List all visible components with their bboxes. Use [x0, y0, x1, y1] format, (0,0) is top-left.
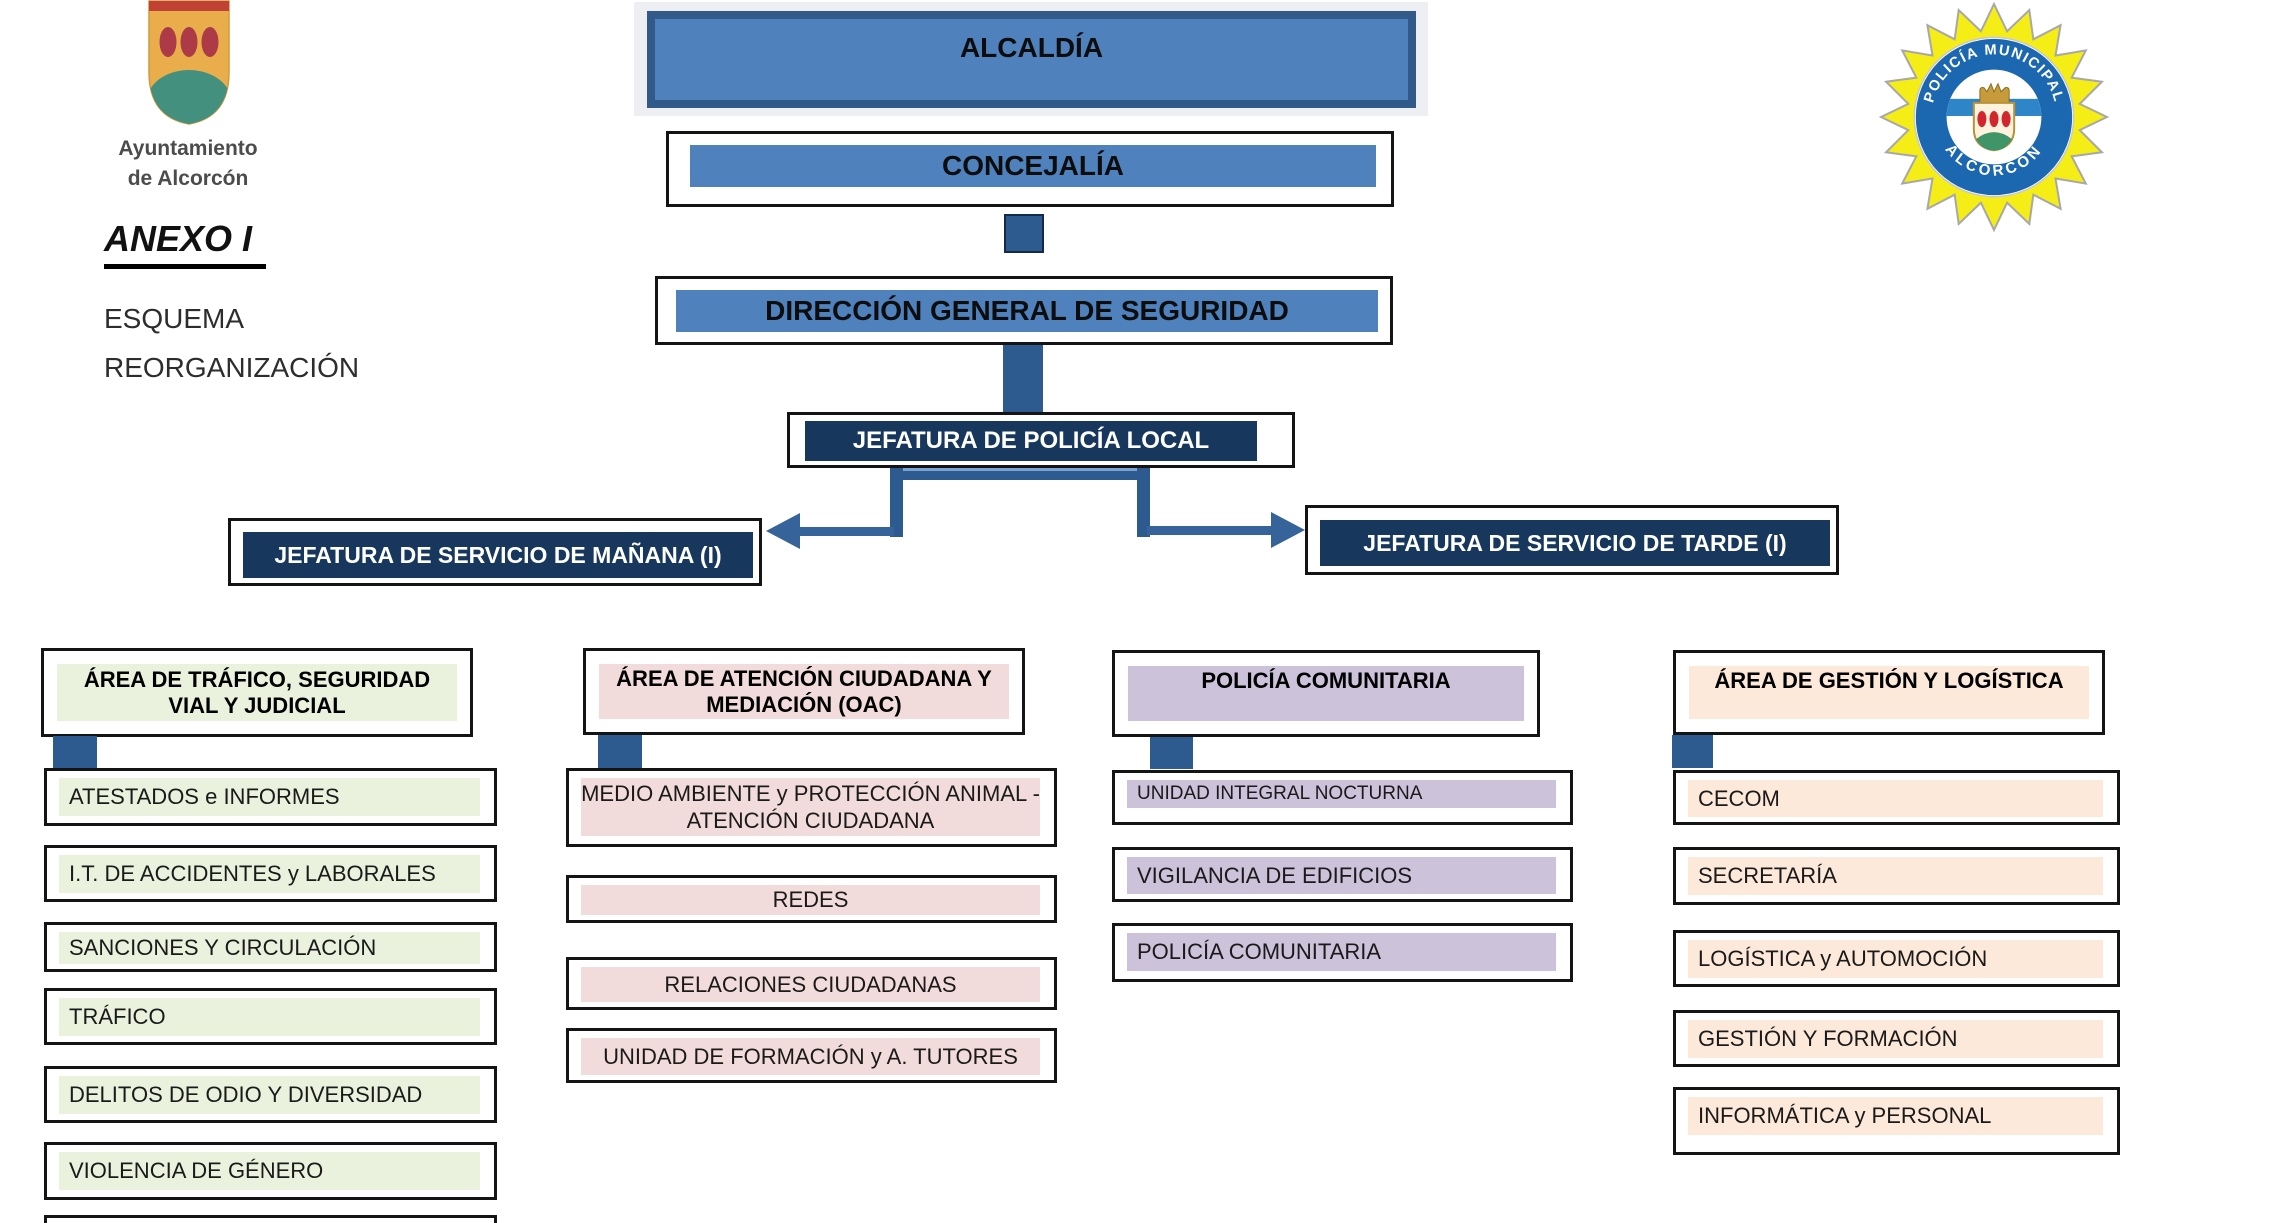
column-1-item-label: I.T. DE ACCIDENTES y LABORALES	[59, 855, 480, 893]
concejalia-box: CONCEJALÍA	[666, 131, 1394, 207]
badge-mini-jar	[1989, 110, 1999, 128]
column-1-item: TRÁFICO	[44, 988, 497, 1045]
column-4-item-label: LOGÍSTICA y AUTOMOCIÓN	[1688, 940, 2103, 978]
column-1-item: I.T. DE ACCIDENTES y LABORALES	[44, 845, 497, 902]
column-1-connector-square	[53, 736, 97, 769]
column-1-item: ATESTADOS e INFORMES	[44, 768, 497, 826]
column-3-item-label: UNIDAD INTEGRAL NOCTURNA	[1127, 780, 1556, 808]
logo-caption-line1: Ayuntamiento	[118, 137, 258, 160]
column-2-item: UNIDAD DE FORMACIÓN y A. TUTORES	[566, 1028, 1057, 1083]
column-4-connector-square	[1672, 735, 1713, 768]
column-1-item: VIOLENCIA DE GÉNERO	[44, 1142, 497, 1200]
jefatura-local-label: JEFATURA DE POLICÍA LOCAL	[805, 421, 1257, 461]
shield-jar	[201, 27, 219, 57]
annex-title: ANEXO I	[104, 218, 267, 269]
column-4-item: SECRETARÍA	[1673, 847, 2120, 905]
column-4-item-label: CECOM	[1688, 780, 2103, 817]
column-4-item-label: GESTIÓN Y FORMACIÓN	[1688, 1020, 2103, 1058]
column-2-header-label: ÁREA DE ATENCIÓN CIUDADANA Y MEDIACIÓN (…	[599, 664, 1009, 719]
column-1-item: SANCIONES Y CIRCULACIÓN	[44, 922, 497, 972]
column-4-item: CECOM	[1673, 770, 2120, 825]
jefatura-tarde-label: JEFATURA DE SERVICIO DE TARDE (I)	[1320, 520, 1830, 566]
column-1-item-label: VIOLENCIA DE GÉNERO	[59, 1152, 480, 1190]
column-2-item-label: RELACIONES CIUDADANAS	[581, 967, 1040, 1002]
column-2-item-label: REDES	[581, 885, 1040, 915]
badge-blue-ring	[1915, 38, 2073, 196]
concejalia-label: CONCEJALÍA	[690, 145, 1376, 187]
column-3-item: VIGILANCIA DE EDIFICIOS	[1112, 847, 1573, 902]
column-1-item-label: TRÁFICO	[59, 998, 480, 1036]
column-2-item-label: MEDIO AMBIENTE y PROTECCIÓN ANIMAL - ATE…	[581, 778, 1040, 836]
column-4-item: INFORMÁTICA y PERSONAL	[1673, 1087, 2120, 1155]
column-2-header: ÁREA DE ATENCIÓN CIUDADANA Y MEDIACIÓN (…	[583, 648, 1025, 735]
shield-jar	[159, 27, 177, 57]
logo-caption: Ayuntamiento de Alcorcón	[76, 134, 300, 195]
column-2-item: MEDIO AMBIENTE y PROTECCIÓN ANIMAL - ATE…	[566, 768, 1057, 847]
column-2-item: REDES	[566, 875, 1057, 923]
column-3-connector-square	[1150, 737, 1193, 769]
column-3-header: POLICÍA COMUNITARIA	[1112, 650, 1540, 737]
direccion-box: DIRECCIÓN GENERAL DE SEGURIDAD	[655, 276, 1393, 345]
column-4-item-label: INFORMÁTICA y PERSONAL	[1688, 1097, 2103, 1135]
jefatura-manana-label: JEFATURA DE SERVICIO DE MAÑANA (I)	[243, 532, 753, 578]
column-4-item-label: SECRETARÍA	[1688, 857, 2103, 895]
column-1-item-label: SANCIONES Y CIRCULACIÓN	[59, 932, 480, 964]
direccion-label: DIRECCIÓN GENERAL DE SEGURIDAD	[676, 290, 1378, 332]
column-3-item-label: VIGILANCIA DE EDIFICIOS	[1127, 857, 1556, 894]
badge-mini-jar	[1977, 110, 1987, 128]
connector-square-1	[1004, 214, 1044, 253]
column-3-item-label: POLICÍA COMUNITARIA	[1127, 933, 1556, 971]
column-2-item-label: UNIDAD DE FORMACIÓN y A. TUTORES	[581, 1038, 1040, 1075]
column-1-item-partial	[44, 1215, 497, 1223]
ayuntamiento-logo	[148, 0, 230, 125]
jefatura-manana-box: JEFATURA DE SERVICIO DE MAÑANA (I)	[228, 518, 762, 586]
branch-vline-left	[890, 468, 903, 537]
column-3-item: UNIDAD INTEGRAL NOCTURNA	[1112, 770, 1573, 825]
subtitle-line1: ESQUEMA	[104, 303, 245, 334]
alcaldia-box: ALCALDÍA	[647, 11, 1416, 108]
column-2-item: RELACIONES CIUDADANAS	[566, 957, 1057, 1010]
column-3-item: POLICÍA COMUNITARIA	[1112, 923, 1573, 982]
column-3-header-label: POLICÍA COMUNITARIA	[1128, 666, 1524, 721]
branch-shaft-right	[1147, 526, 1273, 535]
branch-vline-right	[1137, 468, 1150, 537]
column-1-item: DELITOS DE ODIO Y DIVERSIDAD	[44, 1066, 497, 1123]
connector-stub	[1003, 345, 1043, 412]
policia-municipal-badge: POLICÍA MUNICIPAL ALCORCÓN	[1878, 2, 2110, 232]
right-arrow-icon	[1271, 512, 1305, 548]
logo-caption-line2: de Alcorcón	[127, 167, 249, 191]
shield-jar	[180, 27, 198, 57]
jefatura-tarde-box: JEFATURA DE SERVICIO DE TARDE (I)	[1305, 505, 1839, 575]
jefatura-local-box: JEFATURA DE POLICÍA LOCAL	[787, 412, 1295, 468]
column-1-item-label: DELITOS DE ODIO Y DIVERSIDAD	[59, 1076, 480, 1114]
badge-mini-mount	[1975, 132, 2013, 151]
left-arrow-icon	[766, 513, 800, 549]
column-4-item: GESTIÓN Y FORMACIÓN	[1673, 1010, 2120, 1067]
page-subtitle: ESQUEMA REORGANIZACIÓN	[104, 294, 359, 392]
column-4-header: ÁREA DE GESTIÓN Y LOGÍSTICA	[1673, 650, 2105, 735]
column-1-item-label: ATESTADOS e INFORMES	[59, 778, 480, 816]
column-1-header-label: ÁREA DE TRÁFICO, SEGURIDAD VIAL Y JUDICI…	[57, 664, 457, 721]
subtitle-line2: REORGANIZACIÓN	[104, 352, 360, 383]
column-2-connector-square	[598, 735, 642, 768]
badge-mini-jar	[2001, 110, 2011, 128]
branch-hbar	[890, 468, 1150, 480]
branch-shaft-left	[798, 527, 894, 536]
badge-crown	[1979, 82, 2010, 104]
column-1-header: ÁREA DE TRÁFICO, SEGURIDAD VIAL Y JUDICI…	[41, 648, 473, 737]
column-4-header-label: ÁREA DE GESTIÓN Y LOGÍSTICA	[1689, 666, 2089, 719]
alcaldia-label: ALCALDÍA	[959, 32, 1104, 63]
shield-top-band	[149, 1, 229, 11]
column-4-item: LOGÍSTICA y AUTOMOCIÓN	[1673, 930, 2120, 987]
